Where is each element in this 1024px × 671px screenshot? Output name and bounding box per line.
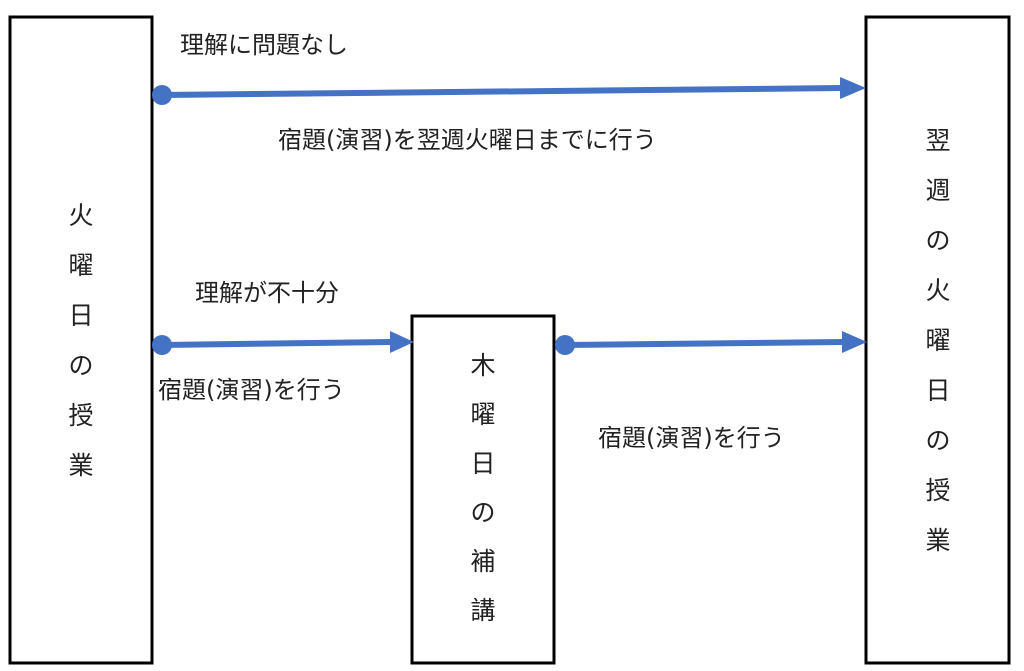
arrow-understood: [152, 77, 866, 105]
arrow-to-thursday: [152, 331, 414, 355]
box-next-tuesday-class: [864, 15, 1011, 665]
vertical-char: 曜: [68, 251, 93, 280]
vertical-char: 日: [925, 376, 950, 405]
vertical-char: 日: [470, 449, 495, 478]
vertical-char: の: [925, 226, 950, 255]
vertical-char: 木: [470, 351, 495, 380]
vertical-char: 講: [470, 596, 495, 625]
vertical-char: 授: [925, 476, 950, 505]
vertical-char: の: [68, 351, 93, 380]
vertical-char: 業: [925, 526, 950, 555]
vertical-char: 授: [68, 401, 93, 430]
arrow-start-dot: [555, 335, 575, 355]
vertical-char: 火: [925, 276, 950, 305]
label-insufficient: 理解が不十分: [195, 279, 339, 307]
vertical-char: 週: [925, 176, 950, 205]
label-understood: 理解に問題なし: [180, 31, 348, 59]
arrow-start-dot: [152, 335, 172, 355]
vertical-char: 曜: [925, 326, 950, 355]
box-tuesday-class: [8, 15, 154, 665]
vertical-char: 翌: [925, 126, 950, 155]
label-homework-1: 宿題(演習)を行う: [158, 376, 345, 404]
arrow-head: [842, 331, 867, 353]
label-homework-2: 宿題(演習)を行う: [598, 424, 785, 452]
vertical-char: の: [470, 498, 495, 527]
box-thursday-supplementary: [410, 314, 556, 665]
arrow-start-dot: [152, 85, 172, 105]
arrow-to-next-tuesday: [555, 331, 867, 355]
vertical-char: 補: [470, 547, 495, 576]
vertical-char: の: [925, 426, 950, 455]
vertical-char: 業: [68, 451, 93, 480]
vertical-char: 曜: [470, 400, 495, 429]
arrow-head: [840, 77, 866, 99]
arrow-head: [390, 331, 414, 353]
label-homework-by-next-tuesday: 宿題(演習)を翌週火曜日までに行う: [278, 126, 657, 154]
vertical-char: 火: [68, 201, 93, 230]
vertical-char: 日: [68, 301, 93, 330]
